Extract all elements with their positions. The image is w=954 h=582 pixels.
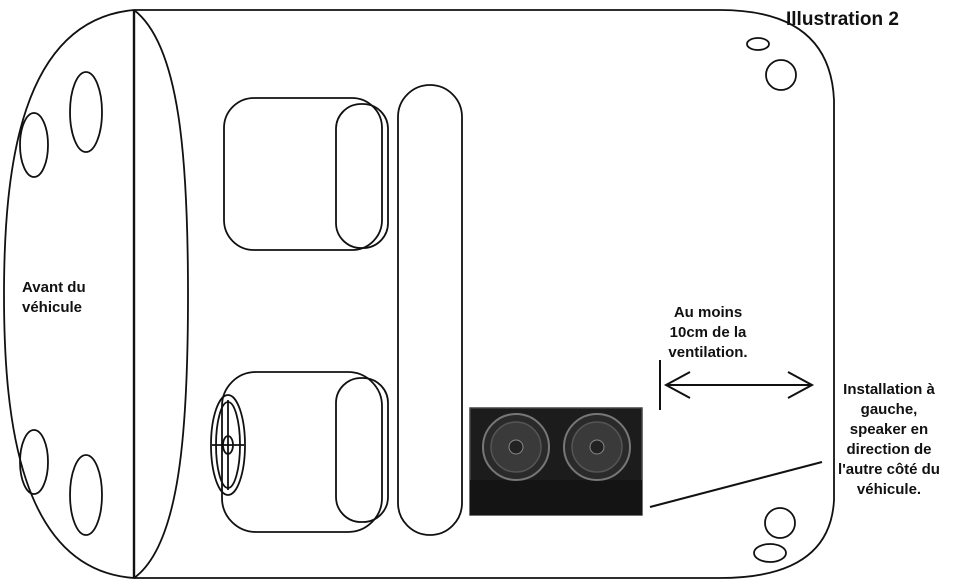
driver-seat-back [335, 377, 389, 523]
illustration-title: Illustration 2 [786, 9, 899, 30]
clearance-label-line: ventilation. [668, 344, 748, 361]
steering-wheel [210, 394, 246, 496]
front-right-headlight [19, 429, 49, 495]
clearance-label: Au moins 10cm de la ventilation. [648, 303, 768, 363]
clearance-arrow [659, 360, 815, 410]
rear-left-light-a [746, 37, 770, 51]
installation-note-line: speaker en [849, 421, 929, 438]
passenger-seat [223, 97, 383, 251]
driver-seat [221, 371, 383, 533]
front-left-headlight [19, 112, 49, 178]
rear-right-light-a [764, 507, 796, 539]
front-of-vehicle-label: Avant du véhicule [22, 278, 86, 318]
front-label-line: Avant du [22, 279, 86, 296]
speaker-cone-left [482, 413, 550, 481]
install-pointer-line [649, 461, 823, 508]
rear-left-light-b [765, 59, 797, 91]
clearance-label-line: Au moins [673, 304, 743, 321]
installation-note-line: Installation à [843, 381, 935, 398]
front-right-wheel [69, 454, 103, 536]
vehicle-front-hood [3, 9, 189, 579]
installation-note-line: gauche, [860, 401, 918, 418]
passenger-seat-back [335, 103, 389, 249]
rear-right-light-b [753, 543, 787, 563]
front-left-wheel [69, 71, 103, 153]
rear-bench-seat [397, 84, 463, 536]
subwoofer-enclosure [469, 407, 643, 516]
installation-note-line: l'autre côté du [838, 461, 940, 478]
speaker-cone-right [563, 413, 631, 481]
clearance-label-line: 10cm de la [669, 324, 747, 341]
installation-note-line: véhicule. [856, 481, 922, 498]
vehicle-body-outline [134, 9, 835, 579]
front-label-line: véhicule [22, 299, 83, 316]
installation-note-line: direction de [846, 441, 932, 458]
installation-note: Installation à gauche, speaker en direct… [810, 380, 954, 500]
